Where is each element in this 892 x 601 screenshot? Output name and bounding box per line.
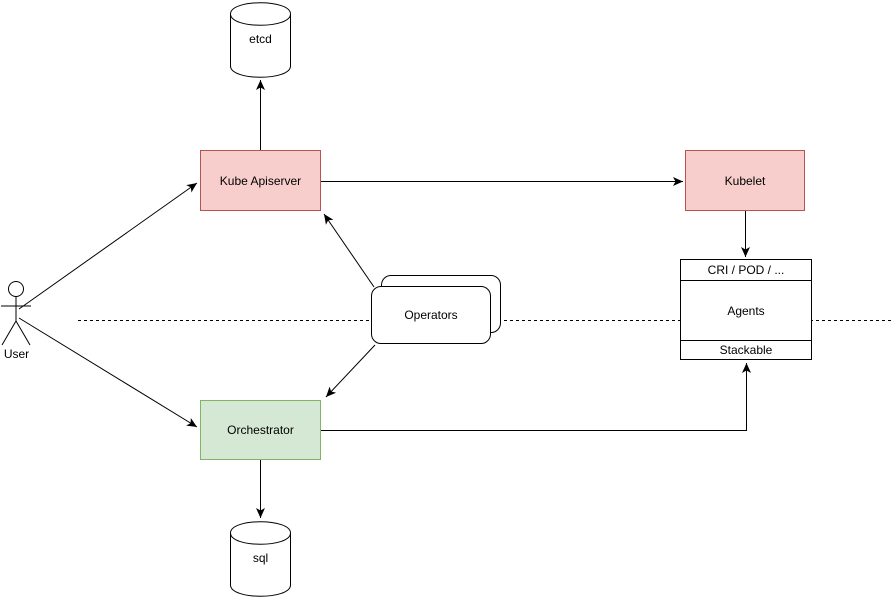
cylinder-icon xyxy=(230,521,291,597)
cylinder-icon xyxy=(230,2,291,78)
edge-user-to-kube-apiserver xyxy=(18,182,198,310)
node-stack-section-stackable: Stackable xyxy=(681,340,811,359)
etcd-database-node: etcd xyxy=(230,2,291,78)
node-stack-section-agents: Agents xyxy=(681,280,811,340)
user-actor-icon xyxy=(1,281,31,346)
orchestrator-node: Orchestrator xyxy=(200,400,321,460)
edge-operators-to-orchestrator xyxy=(325,344,376,398)
node-stack-section-cri-pod: CRI / POD / ... xyxy=(707,263,785,277)
etcd-label: etcd xyxy=(249,32,272,46)
operators-node: Operators xyxy=(371,286,491,344)
edge-user-to-orchestrator xyxy=(18,317,198,428)
node-stack: CRI / POD / ... Agents Stackable xyxy=(680,259,812,360)
kubelet-label: Kubelet xyxy=(724,173,766,188)
edge-operators-to-kube-apiserver xyxy=(323,213,375,288)
sql-label: sql xyxy=(252,551,269,565)
user-label: User xyxy=(3,347,30,361)
kube-apiserver-node: Kube Apiserver xyxy=(200,150,321,211)
kube-apiserver-label: Kube Apiserver xyxy=(219,173,302,188)
edge-orchestrator-to-node-stack xyxy=(321,363,751,431)
kubelet-node: Kubelet xyxy=(685,150,805,211)
operators-label: Operators xyxy=(404,308,458,322)
orchestrator-label: Orchestrator xyxy=(227,423,294,437)
sql-database-node: sql xyxy=(230,521,291,597)
